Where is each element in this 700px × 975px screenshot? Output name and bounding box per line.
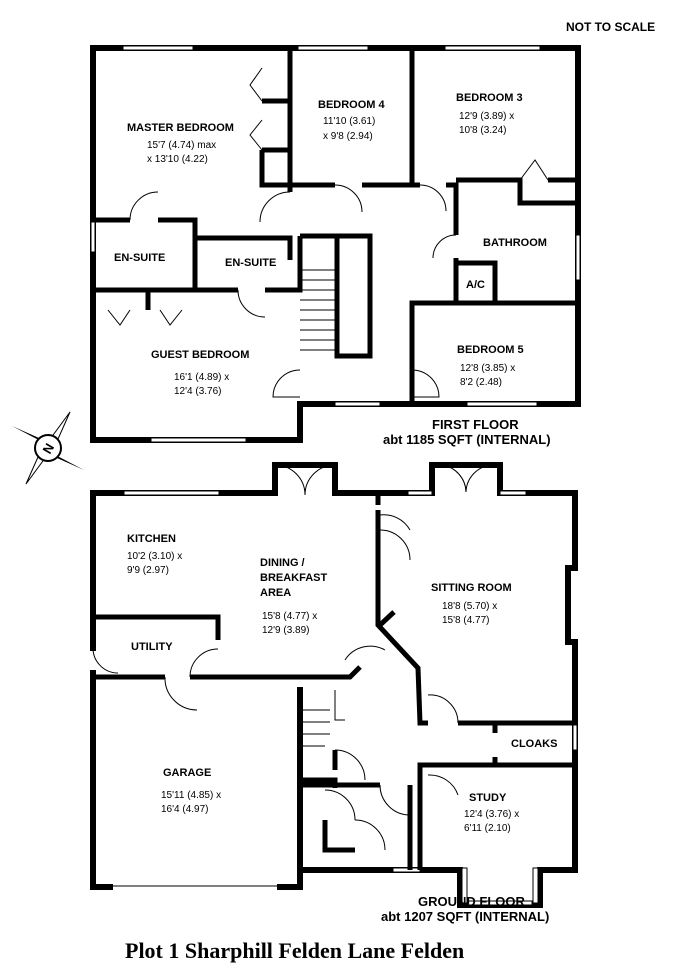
- compass-icon: N: [12, 411, 84, 485]
- room-dim: 15'7 (4.74) max: [147, 140, 216, 151]
- ground-floor-area: abt 1207 SQFT (INTERNAL): [381, 909, 549, 924]
- room-name-garage: GARAGE: [163, 767, 211, 779]
- room-name-bathroom: BATHROOM: [483, 237, 547, 249]
- room-name-dining: AREA: [260, 587, 291, 599]
- room-name-ac: A/C: [466, 279, 485, 291]
- room-dim: 12'9 (3.89) x: [459, 111, 514, 122]
- room-dim: 10'2 (3.10) x: [127, 551, 182, 562]
- room-name-en-suite: EN-SUITE: [225, 257, 276, 269]
- first-floor-plan: MASTER BEDROOM 15'7 (4.74) max x 13'10 (…: [90, 45, 581, 447]
- room-name-kitchen: KITCHEN: [127, 533, 176, 545]
- room-name-study: STUDY: [469, 792, 507, 804]
- room-dim: 8'2 (2.48): [460, 377, 502, 388]
- room-dim: x 13'10 (4.22): [147, 154, 208, 165]
- room-name-cloaks: CLOAKS: [511, 738, 557, 750]
- room-dim: 11'10 (3.61): [323, 116, 375, 127]
- room-dim: 15'8 (4.77) x: [262, 611, 317, 622]
- room-name-sitting-room: SITTING ROOM: [431, 582, 512, 594]
- room-dim: 18'8 (5.70) x: [442, 601, 497, 612]
- room-dim: 6'11 (2.10): [464, 823, 511, 834]
- first-floor-label: FIRST FLOOR: [432, 417, 519, 432]
- room-name-guest-bedroom: GUEST BEDROOM: [151, 349, 249, 361]
- room-name-bedroom-4: BEDROOM 4: [318, 99, 386, 111]
- property-title: Plot 1 Sharphill Felden Lane Felden: [125, 938, 464, 963]
- room-name-utility: UTILITY: [131, 641, 173, 653]
- room-dim: 12'8 (3.85) x: [460, 363, 515, 374]
- room-dim: 15'8 (4.77): [442, 615, 490, 626]
- room-name-dining: BREAKFAST: [260, 572, 328, 584]
- not-to-scale-label: NOT TO SCALE: [566, 20, 655, 34]
- room-dim: 12'4 (3.76) x: [464, 809, 519, 820]
- room-dim: 16'1 (4.89) x: [174, 372, 229, 383]
- room-dim: 16'4 (4.97): [161, 804, 209, 815]
- room-name-dining: DINING /: [260, 557, 305, 569]
- room-dim: 10'8 (3.24): [459, 125, 507, 136]
- room-dim: x 9'8 (2.94): [323, 131, 373, 142]
- ground-floor-plan: KITCHEN 10'2 (3.10) x 9'9 (2.97) DINING …: [90, 462, 578, 924]
- first-floor-area: abt 1185 SQFT (INTERNAL): [383, 432, 551, 447]
- ground-floor-label: GROUND FLOOR: [418, 894, 525, 909]
- room-dim: 12'4 (3.76): [174, 386, 222, 397]
- room-name-en-suite: EN-SUITE: [114, 252, 165, 264]
- room-dim: 12'9 (3.89): [262, 625, 310, 636]
- room-name-master-bedroom: MASTER BEDROOM: [127, 122, 234, 134]
- room-dim: 9'9 (2.97): [127, 565, 169, 576]
- room-dim: 15'11 (4.85) x: [161, 790, 221, 801]
- room-name-bedroom-5: BEDROOM 5: [457, 344, 524, 356]
- room-name-bedroom-3: BEDROOM 3: [456, 92, 523, 104]
